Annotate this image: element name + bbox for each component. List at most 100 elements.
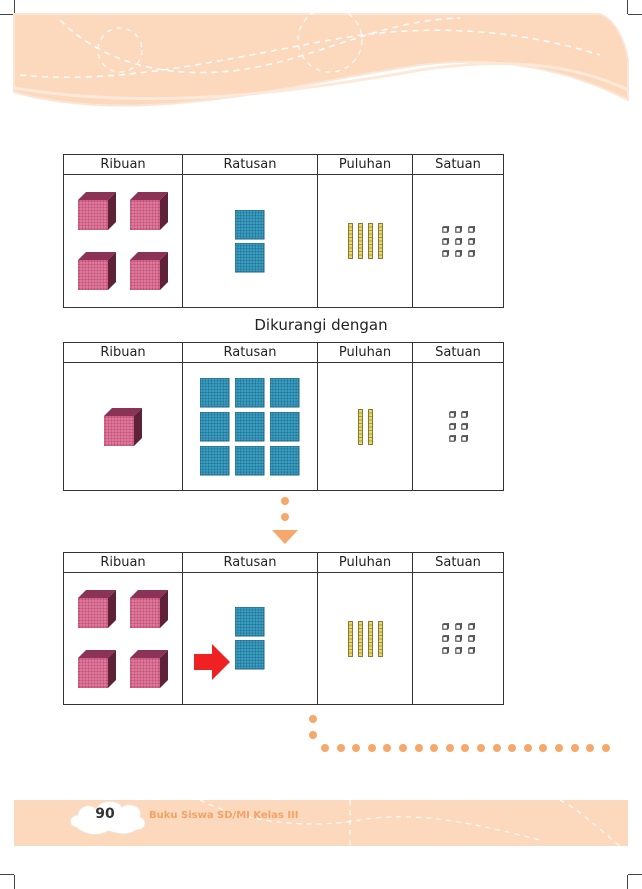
connector-dot [524, 744, 532, 752]
hundred-flat-icon [235, 378, 265, 408]
unit-cube-icon [455, 250, 462, 257]
header-ratusan: Ratusan [183, 343, 318, 363]
place-value-table-1: Ribuan Ratusan Puluhan Satuan [63, 154, 504, 308]
unit-cube-icon [468, 635, 475, 642]
header-puluhan: Puluhan [318, 553, 413, 573]
ten-rod-icon [378, 621, 383, 657]
unit-cube-icon [449, 423, 456, 430]
unit-cube-icon [455, 635, 462, 642]
cell-ribuan [64, 573, 183, 705]
unit-cube-icon [461, 411, 468, 418]
thousand-cube-icon [104, 408, 142, 446]
unit-cube-icon [442, 250, 449, 257]
header-ratusan: Ratusan [183, 155, 318, 175]
connector-dot [461, 744, 469, 752]
ten-rod-icon [358, 621, 363, 657]
hundred-flat-icon [200, 446, 230, 476]
cell-puluhan [318, 175, 413, 308]
cell-ratusan [183, 573, 318, 705]
header-satuan: Satuan [413, 155, 504, 175]
connector-dot [352, 744, 360, 752]
connector-dot [493, 744, 501, 752]
header-ribuan: Ribuan [64, 553, 183, 573]
unit-cube-icon [468, 238, 475, 245]
unit-cube-icon [442, 635, 449, 642]
unit-cube-icon [455, 238, 462, 245]
connector-dot [281, 497, 289, 505]
ten-rod-icon [368, 223, 373, 259]
connector-dot [477, 744, 485, 752]
connector-dot [415, 744, 423, 752]
connector-dot [383, 744, 391, 752]
unit-cube-icon [442, 238, 449, 245]
unit-cube-icon [461, 435, 468, 442]
thousand-cube-icon [130, 590, 168, 628]
connector-dot [368, 744, 376, 752]
ten-rod-icon [358, 223, 363, 259]
connector-dot [602, 744, 610, 752]
book-title: Buku Siswa SD/MI Kelas III [149, 810, 298, 821]
thousand-cube-icon [130, 252, 168, 290]
cell-satuan [413, 573, 504, 705]
hundred-flat-icon [270, 412, 300, 442]
connector-dot [337, 744, 345, 752]
unit-cube-icon [468, 226, 475, 233]
cell-ribuan [64, 175, 183, 308]
unit-cube-icon [468, 647, 475, 654]
ten-rod-icon [358, 409, 363, 445]
ten-rod-icon [348, 621, 353, 657]
connector-dot [281, 513, 289, 521]
hundred-flat-icon [270, 446, 300, 476]
unit-cube-icon [442, 647, 449, 654]
connector-dot [571, 744, 579, 752]
connector-dot [446, 744, 454, 752]
thousand-cube-icon [130, 650, 168, 688]
unit-cube-icon [468, 623, 475, 630]
connector-dot [399, 744, 407, 752]
thousand-cube-icon [78, 252, 116, 290]
connector-dot [309, 731, 317, 739]
header-puluhan: Puluhan [318, 155, 413, 175]
header-ribuan: Ribuan [64, 155, 183, 175]
thousand-cube-icon [78, 590, 116, 628]
ten-rod-icon [378, 223, 383, 259]
place-value-table-2: Ribuan Ratusan Puluhan Satuan [63, 342, 504, 491]
hundred-flat-icon [235, 412, 265, 442]
hundred-flat-icon [235, 210, 265, 240]
connector-dot [321, 744, 329, 752]
header-satuan: Satuan [413, 343, 504, 363]
hundred-flat-icon [270, 378, 300, 408]
cell-ratusan [183, 363, 318, 491]
unit-cube-icon [442, 226, 449, 233]
connector-dot [508, 744, 516, 752]
place-value-table-3: Ribuan Ratusan Puluhan Satuan [63, 552, 504, 705]
cell-ratusan [183, 175, 318, 308]
unit-cube-icon [455, 226, 462, 233]
header-satuan: Satuan [413, 553, 504, 573]
connector-dot [539, 744, 547, 752]
subtitle-dikurangi: Dikurangi dengan [0, 316, 642, 334]
cell-puluhan [318, 363, 413, 491]
connector-dot [555, 744, 563, 752]
ten-rod-icon [348, 223, 353, 259]
ten-rod-icon [368, 409, 373, 445]
cell-ribuan [64, 363, 183, 491]
unit-cube-icon [461, 423, 468, 430]
cell-puluhan [318, 573, 413, 705]
thousand-cube-icon [130, 192, 168, 230]
header-wave-decoration [0, 0, 642, 130]
connector-dot [309, 715, 317, 723]
header-puluhan: Puluhan [318, 343, 413, 363]
hundred-flat-icon [200, 378, 230, 408]
unit-cube-icon [449, 411, 456, 418]
hundred-flat-icon [235, 243, 265, 273]
cell-satuan [413, 175, 504, 308]
unit-cube-icon [468, 250, 475, 257]
cell-satuan [413, 363, 504, 491]
header-ribuan: Ribuan [64, 343, 183, 363]
hundred-flat-icon [200, 412, 230, 442]
unit-cube-icon [449, 435, 456, 442]
connector-dot [430, 744, 438, 752]
connector-dot [586, 744, 594, 752]
thousand-cube-icon [78, 650, 116, 688]
